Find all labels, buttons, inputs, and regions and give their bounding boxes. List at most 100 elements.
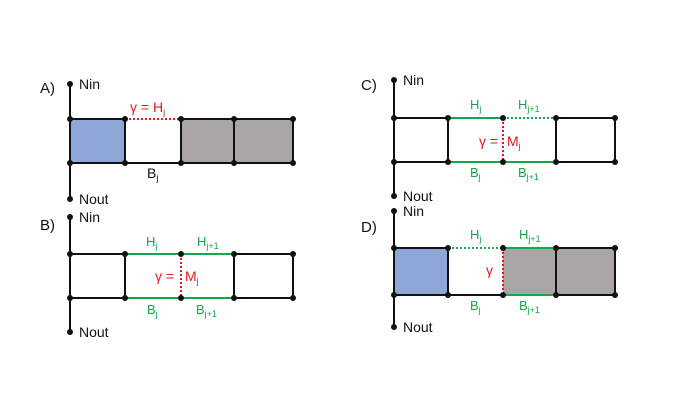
panel-c-b2-sub: j+1 — [526, 172, 539, 182]
panel-a-node — [122, 160, 128, 166]
panel-d-b1-label: Bj — [470, 298, 481, 315]
panel-d-gray-square-1 — [503, 248, 556, 295]
panel-c: C) — [361, 72, 618, 204]
panel-a-nin-label: Nin — [79, 76, 100, 92]
panel-d-b1-text: B — [470, 298, 479, 313]
panel-b-b2-sub: j+1 — [204, 309, 217, 319]
panel-a-node — [231, 116, 237, 122]
panel-a-node — [67, 116, 73, 122]
panel-b-node — [231, 295, 237, 301]
panel-a-b-label: Bj — [147, 165, 158, 183]
panel-c-h2-sub: j+1 — [526, 104, 539, 114]
panel-a-label: A) — [40, 80, 55, 97]
panel-d-node — [391, 245, 397, 251]
panel-b-node — [67, 214, 73, 220]
panel-a-node — [67, 160, 73, 166]
panel-d-node — [391, 292, 397, 298]
panel-b-node — [67, 251, 73, 257]
panel-c-b2-text: B — [518, 165, 527, 180]
panel-c-m-sub: j — [518, 141, 521, 151]
panel-b-node — [122, 251, 128, 257]
panel-c-gamma-label: γ = — [479, 133, 498, 149]
panel-a: A) Nin Nout — [40, 76, 296, 207]
panel-b-label: B) — [40, 217, 55, 234]
panel-c-b1-text: B — [470, 165, 479, 180]
panel-c-node — [500, 159, 506, 165]
panel-c-node — [391, 115, 397, 121]
panel-b-node — [178, 295, 184, 301]
panel-c-node — [445, 159, 451, 165]
panel-c-node — [391, 193, 397, 199]
panel-d-b2-text: B — [519, 298, 528, 313]
panel-a-node — [178, 160, 184, 166]
panel-c-h1-text: H — [470, 97, 479, 112]
panel-b-node — [290, 251, 296, 257]
panel-c-node — [391, 159, 397, 165]
panel-d-h1-sub: j — [478, 234, 481, 244]
panel-c-node — [553, 159, 559, 165]
panel-a-gamma-label: γ = Hj — [130, 99, 165, 117]
panel-b-m-text: M — [185, 268, 197, 284]
panel-a-gray-square-2 — [234, 119, 293, 163]
panel-d-node — [612, 245, 618, 251]
panel-b-nout-label: Nout — [79, 324, 109, 340]
panel-d-node — [612, 292, 618, 298]
panel-b-node — [67, 295, 73, 301]
panel-c-label: C) — [361, 77, 377, 94]
panel-c-h2-label: Hj+1 — [518, 97, 540, 114]
panel-b-h1-label: Hj — [146, 234, 157, 251]
panel-c-nout-label: Nout — [403, 188, 433, 204]
panel-a-gamma-text: γ = H — [130, 99, 163, 115]
panel-d-nin-label: Nin — [403, 203, 424, 219]
panel-b-b2-label: Bj+1 — [196, 302, 217, 319]
panel-c-node — [500, 115, 506, 121]
panel-d-node — [553, 245, 559, 251]
panel-b: B) Nin — [40, 209, 296, 340]
panel-b-node — [290, 295, 296, 301]
panel-d-node — [553, 292, 559, 298]
panel-d-gray-square-2 — [556, 248, 615, 295]
panel-b-h2-sub: j+1 — [205, 241, 218, 251]
panel-c-node — [612, 115, 618, 121]
panel-b-node — [122, 295, 128, 301]
panel-d-blue-square — [394, 248, 448, 295]
panel-c-h1-sub: j — [478, 104, 481, 114]
panel-b-b1-label: Bj — [147, 302, 158, 319]
panel-b-nin-label: Nin — [79, 209, 100, 225]
panel-d-h2-label: Hj+1 — [519, 227, 541, 244]
panel-b-h1-text: H — [146, 234, 155, 249]
panel-c-node — [612, 159, 618, 165]
panel-c-node — [553, 115, 559, 121]
panel-b-m-label: Mj — [185, 268, 199, 286]
panel-b-h1-sub: j — [154, 241, 157, 251]
panel-d-node — [391, 324, 397, 330]
panel-d-h2-text: H — [519, 227, 528, 242]
panel-c-node — [391, 77, 397, 83]
panel-c-node — [445, 115, 451, 121]
panel-a-gamma-sub: j — [162, 107, 165, 117]
panel-c-h2-text: H — [518, 97, 527, 112]
panel-d-node — [391, 208, 397, 214]
panel-a-blue-square — [70, 119, 125, 163]
panel-c-b1-label: Bj — [470, 165, 481, 182]
panel-a-node — [290, 160, 296, 166]
panel-a-node — [290, 116, 296, 122]
panel-a-b-text: B — [147, 165, 156, 181]
panel-d-b1-sub: j — [478, 305, 481, 315]
panel-c-b2-label: Bj+1 — [518, 165, 539, 182]
panel-a-nout-label: Nout — [79, 191, 109, 207]
panel-a-node — [178, 116, 184, 122]
panel-c-nin-label: Nin — [403, 72, 424, 88]
panel-c-m-label: Mj — [507, 133, 521, 151]
panel-d-label: D) — [361, 219, 377, 236]
panel-c-h1-label: Hj — [470, 97, 481, 114]
panel-b-b1-sub: j — [155, 309, 158, 319]
panel-b-node — [67, 329, 73, 335]
panel-d: D) — [361, 203, 618, 335]
panel-a-b-sub: j — [155, 173, 158, 183]
panel-d-node — [445, 245, 451, 251]
panel-c-m-text: M — [507, 133, 519, 149]
panel-d-h1-label: Hj — [470, 227, 481, 244]
panel-d-b2-label: Bj+1 — [519, 298, 540, 315]
